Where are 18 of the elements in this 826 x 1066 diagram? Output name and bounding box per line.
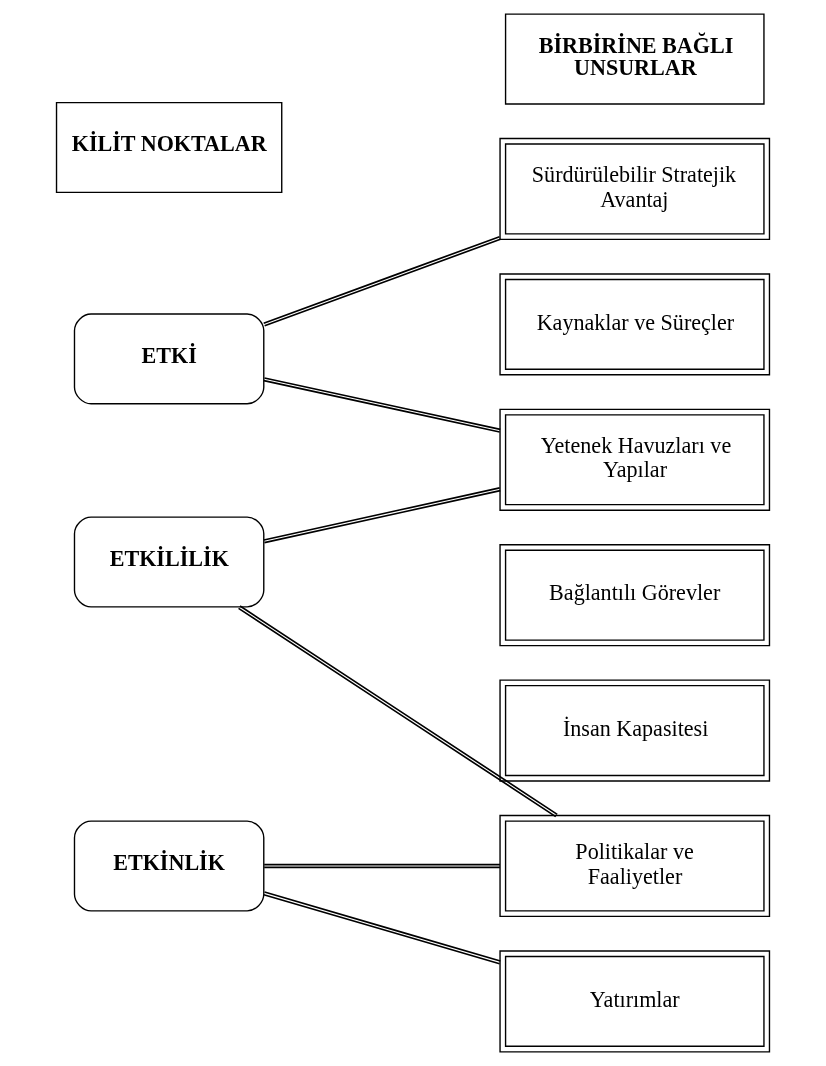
node-box: Kaynaklar ve Süreçler bbox=[499, 273, 771, 376]
node-box: Yatırımlar bbox=[499, 950, 771, 1053]
connector bbox=[263, 377, 502, 433]
node-box: Sürdürülebilir Stratejik Avantaj bbox=[499, 137, 771, 241]
node-box: ETKİNLİK bbox=[73, 820, 265, 912]
node-box: İnsan Kapasitesi bbox=[499, 679, 771, 782]
connector bbox=[263, 863, 501, 869]
node-box: Politikalar ve Faaliyetler bbox=[499, 814, 771, 918]
connector bbox=[237, 605, 559, 818]
connector bbox=[262, 891, 502, 965]
node-box: Yetenek Havuzları ve Yapılar bbox=[499, 408, 771, 511]
node-box: BİRBİRİNE BAĞLI UNSURLAR bbox=[504, 13, 765, 105]
node-box: KİLİT NOKTALAR bbox=[55, 101, 283, 194]
connector bbox=[262, 235, 502, 327]
connector bbox=[263, 487, 502, 544]
node-box: ETKİLİLİK bbox=[73, 516, 265, 608]
node-box: Bağlantılı Görevler bbox=[499, 544, 771, 647]
node-box: ETKİ bbox=[73, 313, 265, 405]
